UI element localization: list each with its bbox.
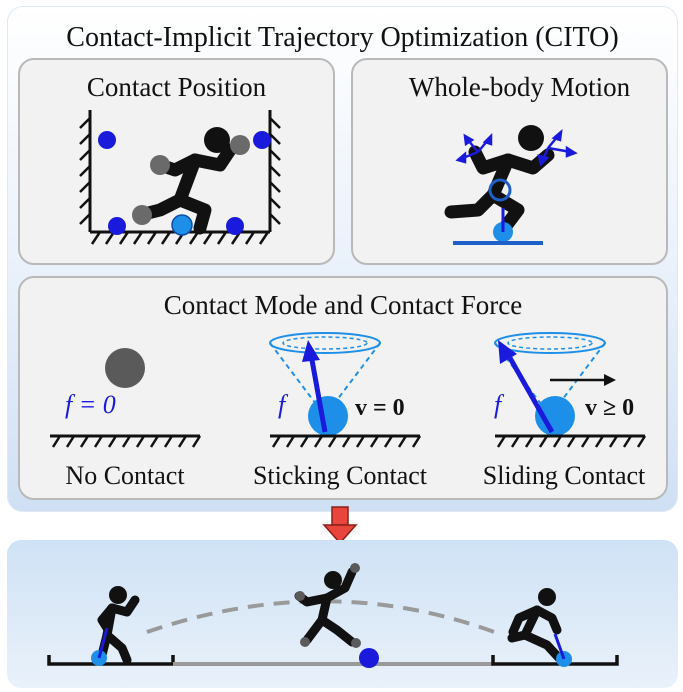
- floating-ball: [105, 348, 145, 388]
- ground-hatch: [496, 435, 647, 448]
- sticking-force-arrow: [309, 359, 328, 433]
- blue-contact-candidate: [226, 217, 244, 235]
- blue-contact-candidate: [359, 648, 379, 668]
- sticking-velocity-label: v = 0: [355, 395, 405, 421]
- contact-mode-panel: Contact Mode and Contact Force f = 0 f v…: [18, 276, 668, 500]
- runner-head: [518, 125, 544, 151]
- whole-body-motion-figure: [444, 125, 578, 245]
- cito-main-panel: Contact-Implicit Trajectory Optimization…: [7, 6, 678, 512]
- contact-mode-figure: f = 0 f v = 0: [50, 332, 647, 490]
- sliding-force-arrow: [507, 356, 555, 434]
- sticking-contact-label: Sticking Contact: [253, 461, 428, 490]
- contact-mode-title: Contact Mode and Contact Force: [163, 290, 523, 320]
- whole-body-motion-title: Whole-body Motion: [408, 72, 631, 102]
- gray-contact-foot: [132, 205, 152, 225]
- runner-figure: [444, 145, 555, 237]
- right-wall-hatch: [269, 117, 281, 225]
- contact-position-figure: [79, 110, 281, 245]
- gray-contact-hand-left: [150, 155, 170, 175]
- gray-contact-hand-right: [230, 135, 250, 155]
- runner-right: [507, 605, 564, 663]
- contact-position-panel: Contact Position: [18, 58, 335, 265]
- sticking-force-label: f: [278, 390, 289, 419]
- sliding-contact-label: Sliding Contact: [483, 461, 646, 490]
- ground-hatch: [271, 435, 422, 448]
- whole-body-motion-panel: Whole-body Motion: [351, 58, 668, 265]
- left-wall-hatch: [79, 117, 91, 225]
- sliding-force-label: f: [494, 390, 505, 419]
- no-contact-label: No Contact: [65, 461, 185, 490]
- force-arrow: [97, 627, 109, 659]
- friction-cone-top: [269, 332, 381, 354]
- sliding-ball: [535, 396, 575, 436]
- blue-contact-candidate: [98, 131, 116, 149]
- runner-middle: [294, 567, 357, 647]
- blue-contact-candidate: [253, 131, 271, 149]
- trajectory-figure: [47, 563, 619, 668]
- runner-head: [204, 127, 230, 153]
- down-arrow-icon: [322, 506, 358, 545]
- force-arrow: [553, 633, 566, 660]
- sliding-velocity-label: v ≥ 0: [585, 395, 634, 421]
- trajectory-panel: [7, 540, 678, 688]
- left-platform: [47, 655, 175, 666]
- contact-position-title: Contact Position: [86, 72, 267, 102]
- runner-left: [97, 595, 140, 665]
- velocity-arrows: [455, 128, 578, 167]
- diagram-title: Contact-Implicit Trajectory Optimization…: [66, 22, 619, 53]
- right-platform: [491, 655, 619, 666]
- ground-hatch: [51, 435, 202, 448]
- active-contact-point: [171, 214, 193, 236]
- rotation-icon: [488, 178, 512, 202]
- no-contact-force-eq: f = 0: [65, 390, 116, 419]
- sticking-ball: [308, 396, 348, 436]
- blue-contact-candidate: [108, 217, 126, 235]
